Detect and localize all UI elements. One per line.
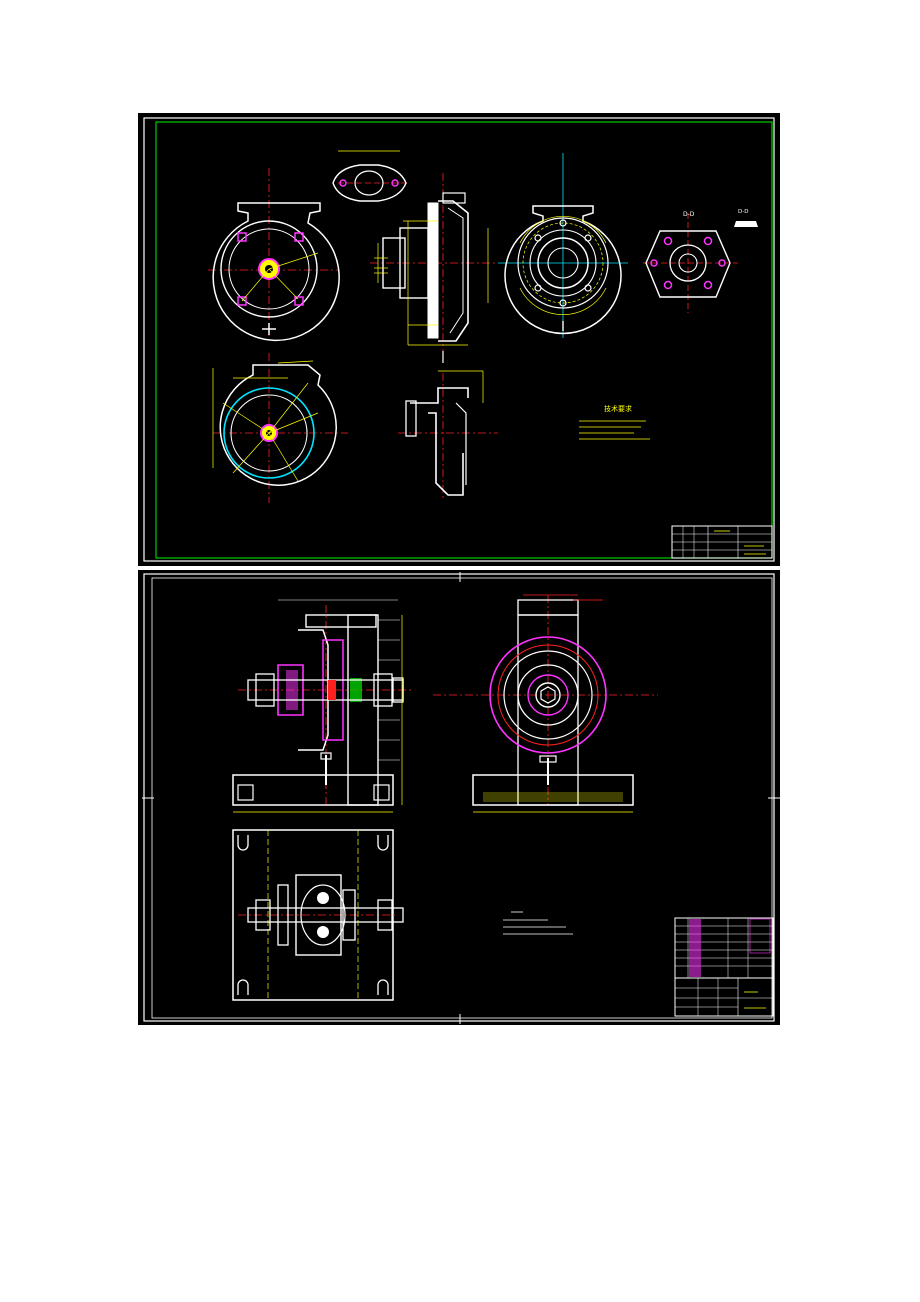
- drawing-sheet-casing: D-D D-D 技术要求: [138, 113, 780, 566]
- section-label-dd-detail: D-D: [738, 209, 748, 215]
- assembly-front-section: [232, 599, 413, 813]
- casing-half-section: [398, 370, 498, 501]
- drawing-sheet-assembly: [138, 570, 780, 1025]
- technical-notes: 技术要求: [579, 404, 650, 440]
- notes-title: 技术要求: [604, 404, 632, 413]
- flange-dd-view: D-D D-D: [643, 209, 758, 313]
- volute-section-view: [212, 353, 348, 503]
- casing-rear-view: [498, 153, 628, 338]
- parts-list: [674, 917, 774, 979]
- section-label-dd: D-D: [683, 211, 695, 218]
- assembly-drawing: [142, 572, 780, 1024]
- casing-section-view: [370, 173, 498, 363]
- assembly-top-view: [232, 829, 404, 1001]
- assembly-notes: [503, 911, 573, 935]
- title-block: [671, 525, 773, 559]
- title-block: [674, 977, 774, 1017]
- outer-frame: [143, 117, 775, 562]
- volute-front-view: [208, 168, 340, 342]
- casing-drawing: D-D D-D 技术要求: [143, 117, 775, 562]
- inner-frame: [151, 577, 773, 1019]
- inner-frame: [155, 121, 773, 559]
- assembly-side-view: [433, 594, 658, 813]
- outlet-flange-view: [332, 150, 408, 202]
